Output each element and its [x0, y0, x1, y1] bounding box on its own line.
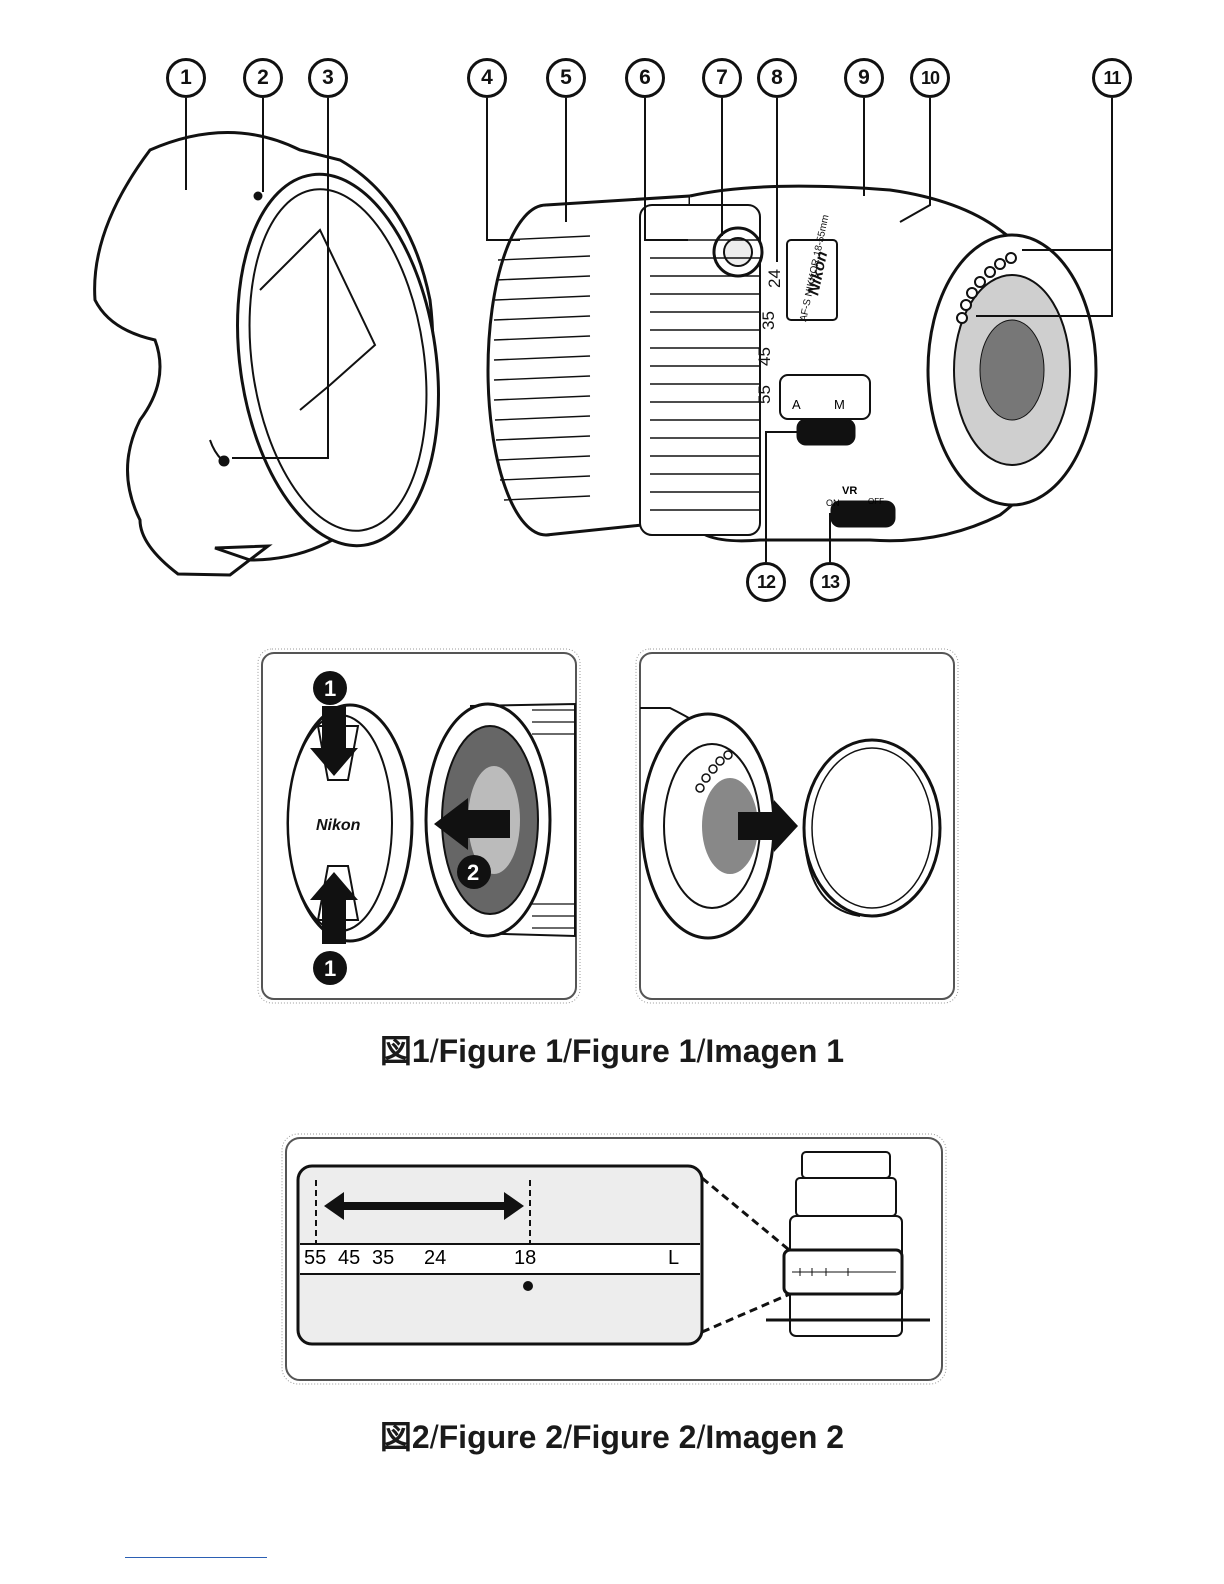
caption-separator: /: [563, 1419, 572, 1455]
figure1-caption-fr: Figure 1: [572, 1033, 696, 1069]
callout-12: 12: [746, 562, 786, 602]
callout-10: 10: [910, 58, 950, 98]
callout-4: 4: [467, 58, 507, 98]
vr-label: VR: [842, 485, 857, 497]
focus-mode-m-label: M: [834, 397, 845, 412]
callout-1: 1: [166, 58, 206, 98]
footnote-rule: [125, 1557, 267, 1558]
figure1-caption-en: Figure 1: [439, 1033, 563, 1069]
figure1-caption-jp: 図1: [380, 1033, 430, 1069]
figure2-caption: 図2/Figure 2/Figure 2/Imagen 2: [0, 1412, 1224, 1458]
figure1-caption: 図1/Figure 1/Figure 1/Imagen 1: [0, 1026, 1224, 1072]
figure1-panels: Nikon 1 1 2: [0, 648, 1224, 1008]
scale-18: 18: [514, 1247, 536, 1269]
figure2-caption-fr: Figure 2: [572, 1419, 696, 1455]
scale-55: 55: [304, 1247, 326, 1269]
scale-24: 24: [424, 1247, 446, 1269]
lens-hood-illustration: [95, 133, 461, 576]
callout-6: 6: [625, 58, 665, 98]
callout-9: 9: [844, 58, 884, 98]
front-cap-panel: Nikon 1 1 2: [258, 649, 580, 1003]
callout-3: 3: [308, 58, 348, 98]
figure2-caption-es: Imagen 2: [705, 1419, 844, 1455]
figure1-caption-es: Imagen 1: [705, 1033, 844, 1069]
scale-35: 35: [372, 1247, 394, 1269]
lens-body-illustration: [488, 186, 1096, 541]
caption-separator: /: [696, 1419, 705, 1455]
step-1-bottom: 1: [324, 956, 336, 981]
callout-13: 13: [810, 562, 850, 602]
caption-separator: /: [430, 1419, 439, 1455]
figure2-zoom-scale: 55 45 35 24 18 L: [0, 1132, 1224, 1392]
step-2: 2: [467, 860, 479, 885]
callout-5: 5: [546, 58, 586, 98]
focal-24: 24: [765, 269, 784, 288]
focal-35: 35: [759, 311, 778, 330]
vr-on-label: ON: [826, 498, 840, 508]
callout-7: 7: [702, 58, 742, 98]
focal-55: 55: [755, 385, 774, 404]
caption-separator: /: [696, 1033, 705, 1069]
caption-separator: /: [430, 1033, 439, 1069]
figure2-caption-en: Figure 2: [439, 1419, 563, 1455]
step-1-top: 1: [324, 676, 336, 701]
callout-2: 2: [243, 58, 283, 98]
caption-separator: /: [563, 1033, 572, 1069]
callout-8: 8: [757, 58, 797, 98]
front-cap-brand: Nikon: [316, 817, 361, 834]
scale-L: L: [668, 1247, 679, 1269]
figure2-caption-jp: 図2: [380, 1419, 430, 1455]
callout-11: 11: [1092, 58, 1132, 98]
rear-cap-panel: [636, 649, 958, 1003]
index-mark: [523, 1281, 533, 1291]
focal-45: 45: [755, 347, 774, 366]
scale-45: 45: [338, 1247, 360, 1269]
focus-mode-a-label: A: [792, 397, 801, 412]
vr-off-label: OFF: [868, 497, 884, 506]
